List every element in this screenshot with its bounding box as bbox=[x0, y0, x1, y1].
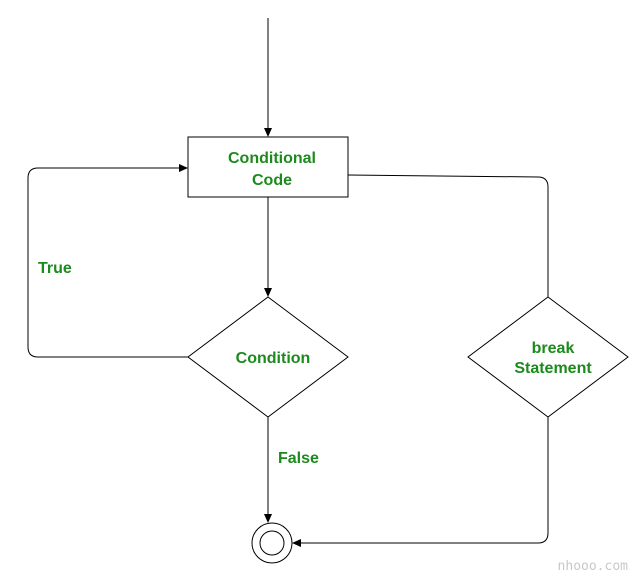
conditional-code-node: Conditional Code bbox=[187, 136, 349, 198]
break-statement-label-line2: Statement bbox=[514, 360, 592, 377]
condition-node: Condition bbox=[187, 296, 349, 418]
true-loop-edge bbox=[27, 164, 188, 358]
false-edge-label: False bbox=[278, 450, 319, 467]
condition-label: Condition bbox=[236, 350, 311, 367]
break-to-end-edge bbox=[292, 417, 549, 547]
break-statement-label-line1: break bbox=[532, 340, 575, 357]
watermark-text: nhooo.com bbox=[558, 559, 629, 574]
process-to-condition-edge bbox=[264, 197, 272, 297]
false-edge bbox=[264, 417, 272, 523]
end-node bbox=[251, 522, 293, 564]
entry-edge bbox=[264, 18, 272, 137]
process-to-break-edge bbox=[347, 174, 549, 297]
break-statement-node: break Statement bbox=[467, 296, 629, 418]
conditional-code-label-line2: Code bbox=[252, 172, 292, 189]
true-edge-label: True bbox=[38, 260, 72, 277]
conditional-code-label-line1: Conditional bbox=[228, 150, 316, 167]
